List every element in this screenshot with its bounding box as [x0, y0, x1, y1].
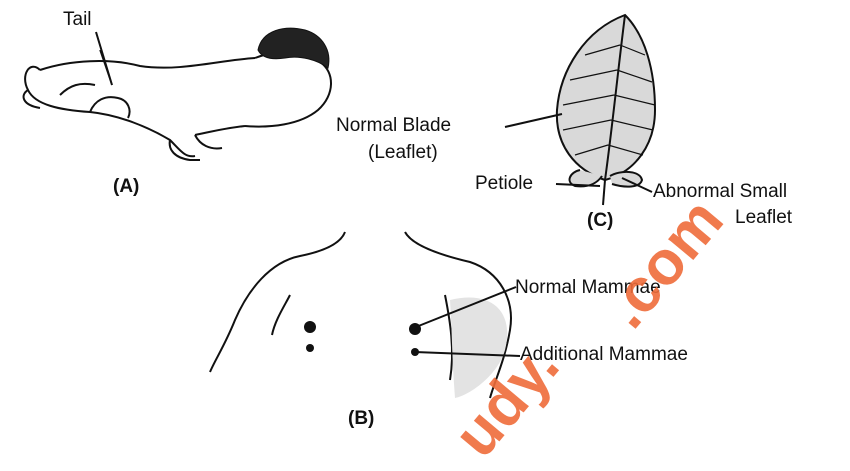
baby-hair: [258, 28, 329, 68]
label-leaflet: (Leaflet): [368, 143, 438, 164]
label-abnormal-leaflet: Leaflet: [735, 208, 792, 229]
caption-b: (B): [348, 408, 374, 430]
leaf-illustration: [557, 15, 655, 205]
baby-illustration: [24, 50, 331, 160]
label-normal-blade: Normal Blade: [336, 116, 451, 137]
label-petiole: Petiole: [475, 174, 533, 195]
label-tail: Tail: [63, 10, 92, 31]
caption-c: (C): [587, 210, 613, 232]
caption-a: (A): [113, 176, 139, 198]
mammae-dots: [304, 321, 421, 356]
